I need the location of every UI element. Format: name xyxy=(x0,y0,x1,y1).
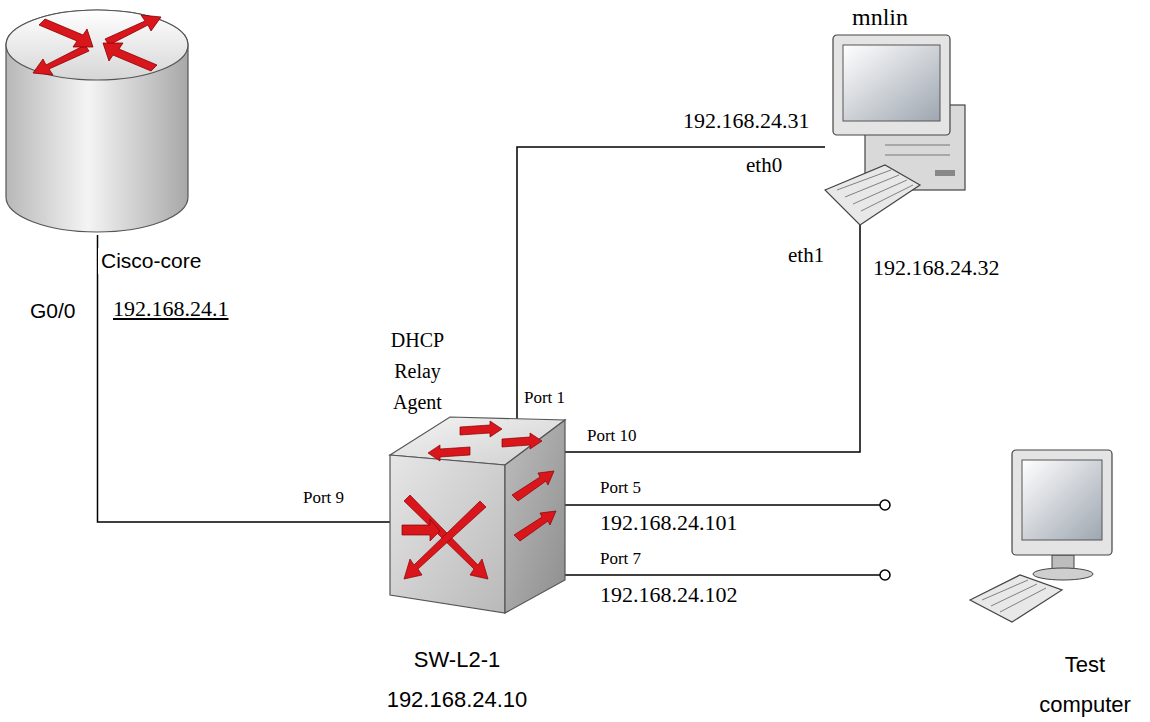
port-label: Port 9 xyxy=(303,488,344,508)
ip-address: 192.168.24.1 xyxy=(113,296,229,322)
network-link xyxy=(565,225,860,452)
ip-address: 192.168.24.31 xyxy=(683,108,810,134)
network-link xyxy=(98,235,391,522)
computer-node: Test computer xyxy=(970,450,1115,630)
computer-icon xyxy=(970,450,1115,630)
device-name: Cisco-core xyxy=(98,248,204,274)
port-label: Port 5 xyxy=(600,478,641,498)
computer-icon xyxy=(825,35,970,225)
computer-node: mnlin xyxy=(825,35,970,225)
interface-name: eth0 xyxy=(746,153,782,178)
port-label: Port 10 xyxy=(587,426,637,446)
network-link xyxy=(517,147,825,419)
role-label: DHCP Relay Agent xyxy=(375,325,460,418)
device-name: mnlin xyxy=(825,3,935,31)
interface-name: G0/0 xyxy=(30,298,76,323)
interface-name: eth1 xyxy=(788,243,824,268)
ip-address: 192.168.24.102 xyxy=(600,582,738,608)
device-name: Test computer xyxy=(1030,645,1140,722)
switch-icon xyxy=(390,415,565,615)
port-label: Port 1 xyxy=(524,388,565,408)
router-icon xyxy=(5,5,190,235)
port-label: Port 7 xyxy=(600,549,641,569)
ip-address: 192.168.24.101 xyxy=(600,510,738,536)
router-node: Cisco-core xyxy=(5,5,190,235)
device-name: SW-L2-1 192.168.24.10 xyxy=(382,640,532,720)
ip-address: 192.168.24.32 xyxy=(873,255,1000,281)
switch-node: DHCP Relay AgentSW-L2-1 192.168.24.10 xyxy=(390,415,565,615)
